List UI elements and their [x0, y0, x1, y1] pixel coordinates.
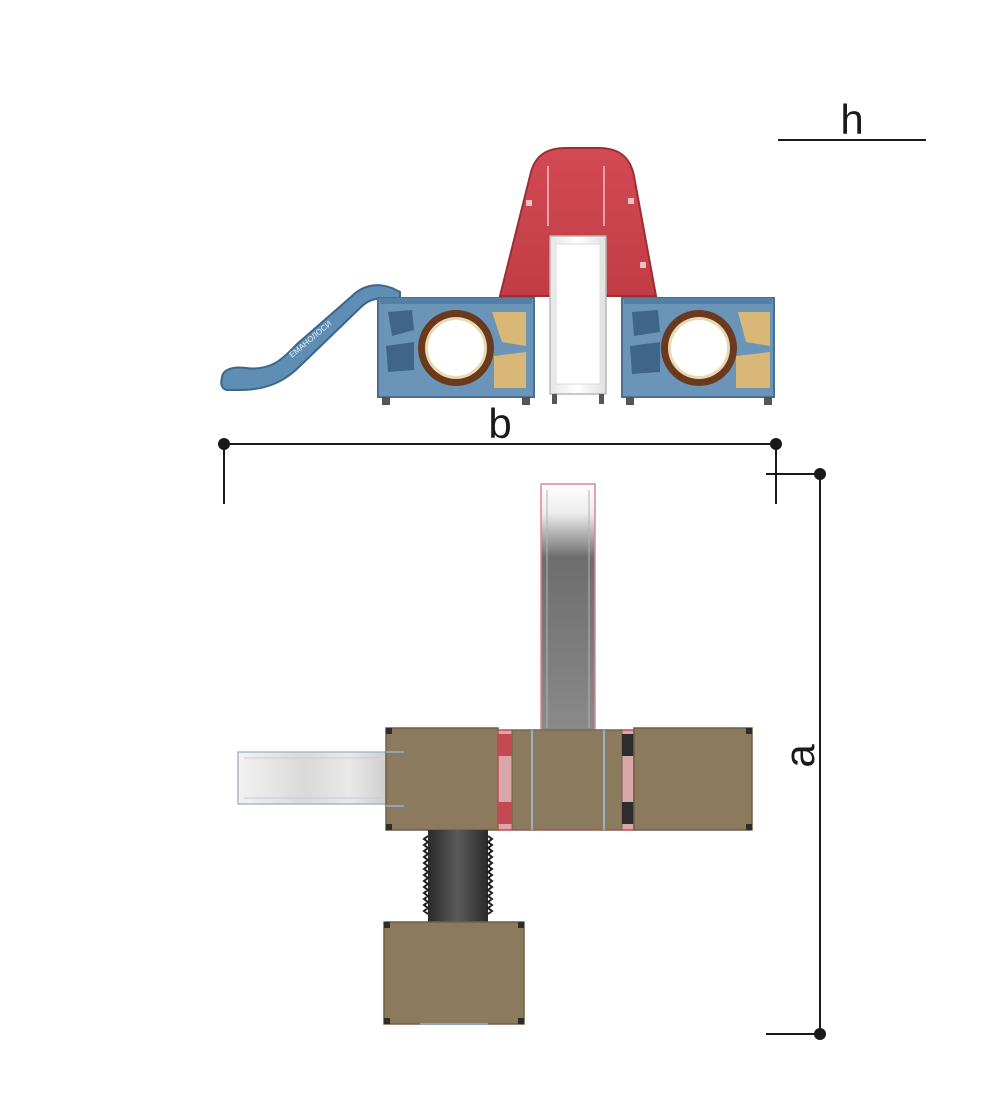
- wave-slide: ЕМАНОЛОСИ: [220, 284, 401, 391]
- height-dimension: h: [778, 96, 926, 143]
- plan-steel-slide: [540, 483, 596, 731]
- right-tunnel-cube: [621, 297, 775, 405]
- plan-view: [237, 483, 753, 1025]
- length-label: a: [776, 744, 823, 768]
- plan-bottom-cube-roof: [383, 921, 525, 1025]
- red-arch-slide-tower: [498, 147, 658, 404]
- width-dimension: b: [218, 400, 782, 504]
- plan-crawl-tunnel: [422, 830, 494, 922]
- width-label: b: [488, 400, 511, 447]
- plan-red-tower-roof: [497, 729, 635, 831]
- plan-wave-slide: [237, 751, 387, 805]
- front-elevation-view: ЕМАНОЛОСИ: [220, 147, 775, 405]
- length-dimension: a: [766, 468, 826, 1040]
- plan-left-cube-roof: [385, 727, 499, 831]
- plan-right-cube-roof: [633, 727, 753, 831]
- left-tunnel-cube: [377, 297, 535, 405]
- height-label: h: [840, 96, 863, 143]
